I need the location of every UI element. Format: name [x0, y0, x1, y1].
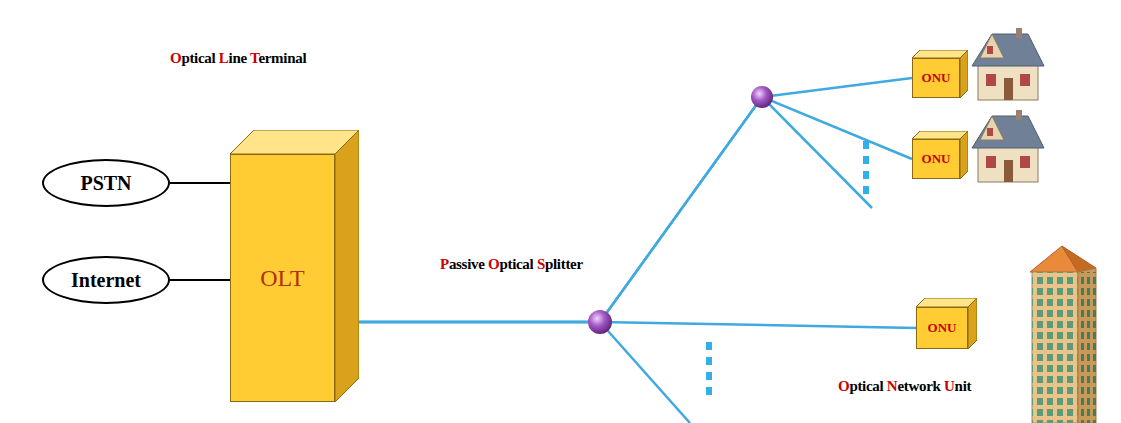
- house-window: [986, 74, 996, 86]
- splitter-sphere: [751, 86, 773, 108]
- house-window: [987, 128, 993, 136]
- fiber-line: [359, 97, 912, 322]
- house-door: [1004, 160, 1013, 182]
- box-front: [917, 308, 968, 349]
- house-icon: [972, 110, 1044, 182]
- node-text: PSTN: [80, 172, 131, 195]
- box-top: [916, 298, 977, 307]
- component-label: Optical Network Unit: [838, 378, 971, 395]
- dot: [706, 372, 712, 380]
- text-holder: ONU: [916, 307, 968, 349]
- building-side: [1078, 268, 1096, 423]
- house-chimney: [1016, 28, 1022, 38]
- text-holder: OLT: [230, 154, 335, 402]
- house-door: [1004, 78, 1013, 100]
- dot: [706, 357, 712, 365]
- splitter-sphere: [588, 310, 612, 334]
- house-icon: [972, 28, 1044, 100]
- house-wall: [978, 62, 1038, 100]
- building-windows: [1078, 272, 1096, 423]
- component-label: Optical Line Terminal: [170, 50, 306, 67]
- continuation-dots: [706, 141, 869, 395]
- house-window: [986, 156, 996, 168]
- house-window: [987, 46, 993, 54]
- fiber-line: [359, 78, 912, 322]
- house-chimney: [1016, 110, 1022, 120]
- text-holder: ONU: [912, 139, 960, 179]
- node-text: Internet: [71, 269, 141, 292]
- node-text: ONU: [928, 320, 957, 336]
- network-ellipse: PSTN: [42, 159, 170, 207]
- box-front: [231, 155, 335, 402]
- house-window: [1020, 156, 1030, 168]
- dot: [863, 186, 869, 194]
- house-roof: [972, 116, 1044, 148]
- node-text: OLT: [260, 265, 304, 292]
- network-ellipse: Internet: [42, 256, 170, 304]
- box-side: [335, 130, 359, 402]
- box-top: [912, 131, 968, 139]
- onu-box: ONU: [916, 298, 977, 349]
- box-side: [960, 131, 968, 179]
- building-windows: [1032, 272, 1078, 423]
- dot: [706, 342, 712, 350]
- node-text: ONU: [922, 70, 951, 86]
- olt-cabinet: OLT: [230, 130, 359, 402]
- trunk-line: [170, 279, 230, 281]
- house-roof: [972, 34, 1044, 66]
- office-building: [1030, 246, 1096, 423]
- house-gable: [980, 34, 1004, 58]
- node-text: ONU: [922, 151, 951, 167]
- dot: [863, 171, 869, 179]
- fiber-line: [359, 322, 916, 328]
- house-wall: [978, 144, 1038, 182]
- box-top: [912, 50, 968, 58]
- box-side: [960, 50, 968, 98]
- onu-box: ONU: [912, 131, 968, 179]
- box-front: [913, 140, 960, 179]
- text-holder: ONU: [912, 58, 960, 98]
- onu-box: ONU: [912, 50, 968, 98]
- box-side: [968, 298, 977, 349]
- box-front: [913, 59, 960, 98]
- component-label: Passive Optical Splitter: [440, 256, 583, 273]
- fiber-line: [600, 322, 690, 423]
- house-gable: [980, 116, 1004, 140]
- trunk-line: [170, 182, 230, 184]
- dot: [706, 387, 712, 395]
- building-front: [1032, 272, 1078, 423]
- dot: [863, 141, 869, 149]
- house-window: [1020, 74, 1030, 86]
- building-roof-side: [1062, 246, 1096, 272]
- fiber-line: [762, 97, 872, 208]
- dot: [863, 156, 869, 164]
